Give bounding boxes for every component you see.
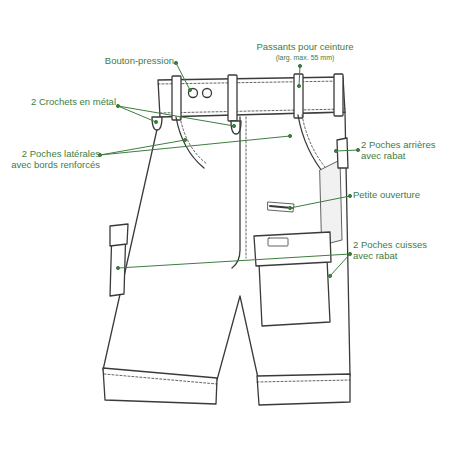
callout-label: 2 Poches latérales avec bords renforcés [4,149,100,171]
callout-label: 2 Poches cuisses avec rabat [353,240,439,262]
callout-label: Passants pour ceinture [240,42,370,53]
callout-label: 2 Poches arrières avec rabat [361,140,447,162]
callout-label: (larg. max. 55 mm) [250,54,360,62]
callout-label: Bouton-pression [84,56,174,67]
callout-label: 2 Crochets en métal [6,97,116,108]
callout-label: Petite ouverture [353,190,443,201]
